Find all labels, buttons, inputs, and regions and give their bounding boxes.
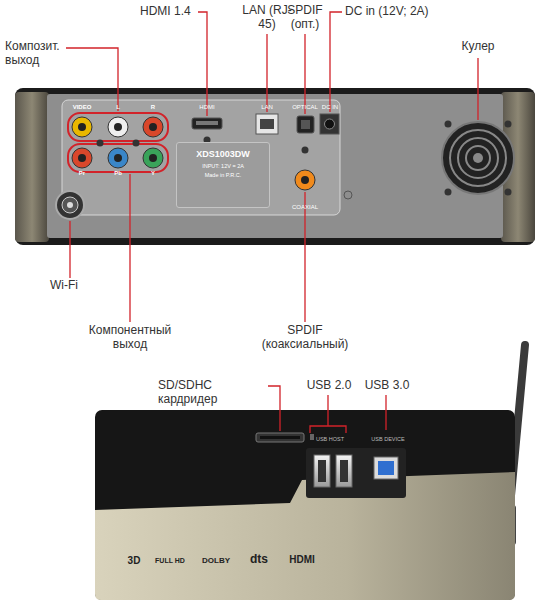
callout-label: Wi-Fi <box>50 279 90 293</box>
rear-panel <box>15 88 535 245</box>
logo-text: 3D <box>122 555 146 567</box>
logo-text: dts <box>244 553 274 567</box>
rca-jacks <box>72 117 163 168</box>
port-label: Pb <box>106 170 130 177</box>
callout-label: SD/SDHC кардридер <box>158 379 268 407</box>
plate-text: INPUT: 12V = 2A <box>180 163 266 170</box>
callout-label: USB 3.0 <box>362 379 412 393</box>
front-panel <box>95 345 525 600</box>
cooling-fan <box>442 122 514 194</box>
port-label: OPTICAL <box>286 104 324 111</box>
port-label: USB DEVICE <box>366 436 410 442</box>
callout-label: LAN (RJ-45) <box>242 4 292 32</box>
port-label: HDMI <box>192 104 222 111</box>
plate-text: Made in P.R.C. <box>180 172 266 179</box>
port-label: Y <box>141 170 165 177</box>
callout-label: SPDIF (коаксиальный) <box>255 324 355 352</box>
callout-label: SPDIF (опт.) <box>282 4 328 32</box>
callout-label: DC in (12V; 2A) <box>345 5 445 19</box>
rca-sockets <box>68 113 168 172</box>
port-label: L <box>112 104 124 111</box>
port-label: DC IN <box>314 104 346 111</box>
port-label: VIDEO <box>66 104 98 111</box>
callout-label: HDMI 1.4 <box>140 5 200 19</box>
model-name: XDS1003DW <box>180 149 266 160</box>
port-label: LAN <box>252 104 282 111</box>
screws <box>97 121 512 196</box>
port-label: COAXIAL <box>285 204 325 211</box>
leader-lines <box>66 12 478 433</box>
callout-label: USB 2.0 <box>304 379 354 393</box>
callout-label: Кулер <box>448 40 508 54</box>
callout-label: Композит. выход <box>5 40 75 68</box>
port-label: R <box>147 104 159 111</box>
logo-text: DOLBY <box>196 556 236 565</box>
model-plate: XDS1003DW INPUT: 12V = 2A Made in P.R.C. <box>176 142 270 208</box>
port-label: USB HOST <box>310 436 350 442</box>
logo-text: FULL HD <box>150 557 190 565</box>
wifi-connector <box>56 191 84 219</box>
port-label: Pr <box>70 170 94 177</box>
callout-label: Компонентный выход <box>80 324 180 352</box>
logo-text: HDMI <box>282 554 322 566</box>
